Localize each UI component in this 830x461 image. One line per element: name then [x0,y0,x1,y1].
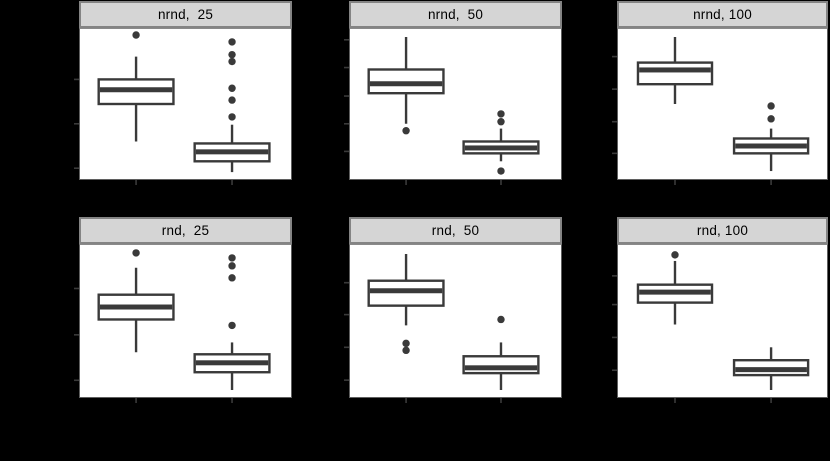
strip-label-nrnd-50: nrnd, 50 [427,7,484,22]
strip-rnd-25: rnd, 25 [79,217,292,244]
panel-nrnd-100: nrnd, 100 [612,1,828,185]
panel-nrnd-25: nrnd, 25 [74,1,292,185]
panel-rnd-25: rnd, 25 [74,217,292,403]
strip-nrnd-25: nrnd, 25 [79,1,292,28]
strip-rnd-50: rnd, 50 [349,217,562,244]
boxplot-canvas-rnd-50 [344,253,540,403]
plot-area-rnd-25 [74,244,292,403]
plot-area-nrnd-100 [612,28,828,185]
strip-nrnd-50: nrnd, 50 [349,1,562,28]
plot-area-nrnd-50 [344,28,562,185]
strip-label-rnd-50: rnd, 50 [431,223,480,238]
boxplot-canvas-nrnd-25 [74,31,271,185]
strip-label-nrnd-25: nrnd, 25 [157,7,214,22]
boxplot-canvas-nrnd-50 [344,36,540,185]
strip-label-rnd-100: rnd, 100 [696,223,749,238]
plot-area-rnd-50 [344,244,562,403]
strip-label-rnd-25: rnd, 25 [161,223,210,238]
panel-rnd-100: rnd, 100 [612,217,828,403]
panel-rnd-50: rnd, 50 [344,217,562,403]
strip-nrnd-100: nrnd, 100 [617,1,828,28]
strip-label-nrnd-100: nrnd, 100 [693,7,752,22]
boxplot-canvas-nrnd-100 [612,36,810,185]
boxplot-canvas-rnd-100 [612,251,810,403]
panel-nrnd-50: nrnd, 50 [344,1,562,185]
strip-rnd-100: rnd, 100 [617,217,828,244]
plot-area-nrnd-25 [74,28,292,185]
plot-area-rnd-100 [612,244,828,403]
boxplot-canvas-rnd-25 [74,249,271,403]
